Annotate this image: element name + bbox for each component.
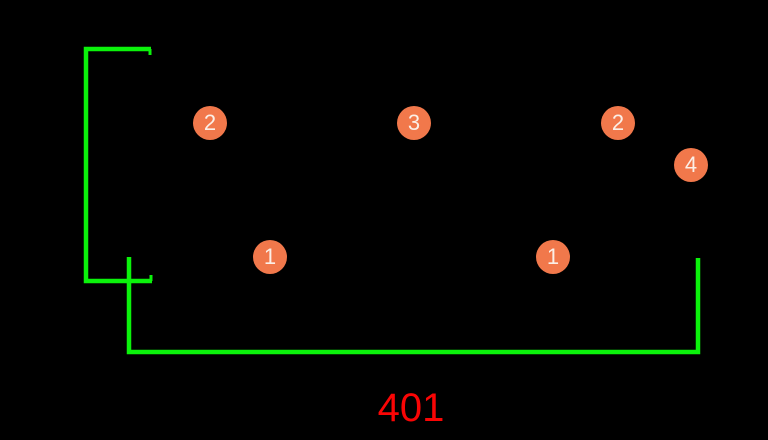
marker-4-right[interactable]: 4	[674, 148, 708, 182]
marker-label: 1	[263, 244, 277, 269]
marker-2-left[interactable]: 2	[193, 106, 227, 140]
marker-1-left[interactable]: 1	[253, 240, 287, 274]
left-height-bracket	[83, 46, 152, 284]
bottom-width-bracket	[126, 257, 701, 355]
marker-label: 2	[611, 110, 625, 135]
marker-2-right[interactable]: 2	[601, 106, 635, 140]
marker-label: 1	[546, 244, 560, 269]
marker-label: 2	[203, 110, 217, 135]
dimension-value-label: 401	[377, 386, 445, 430]
marker-3-center[interactable]: 3	[397, 106, 431, 140]
marker-label: 4	[684, 152, 698, 177]
marker-label: 3	[407, 110, 421, 135]
marker-1-right[interactable]: 1	[536, 240, 570, 274]
